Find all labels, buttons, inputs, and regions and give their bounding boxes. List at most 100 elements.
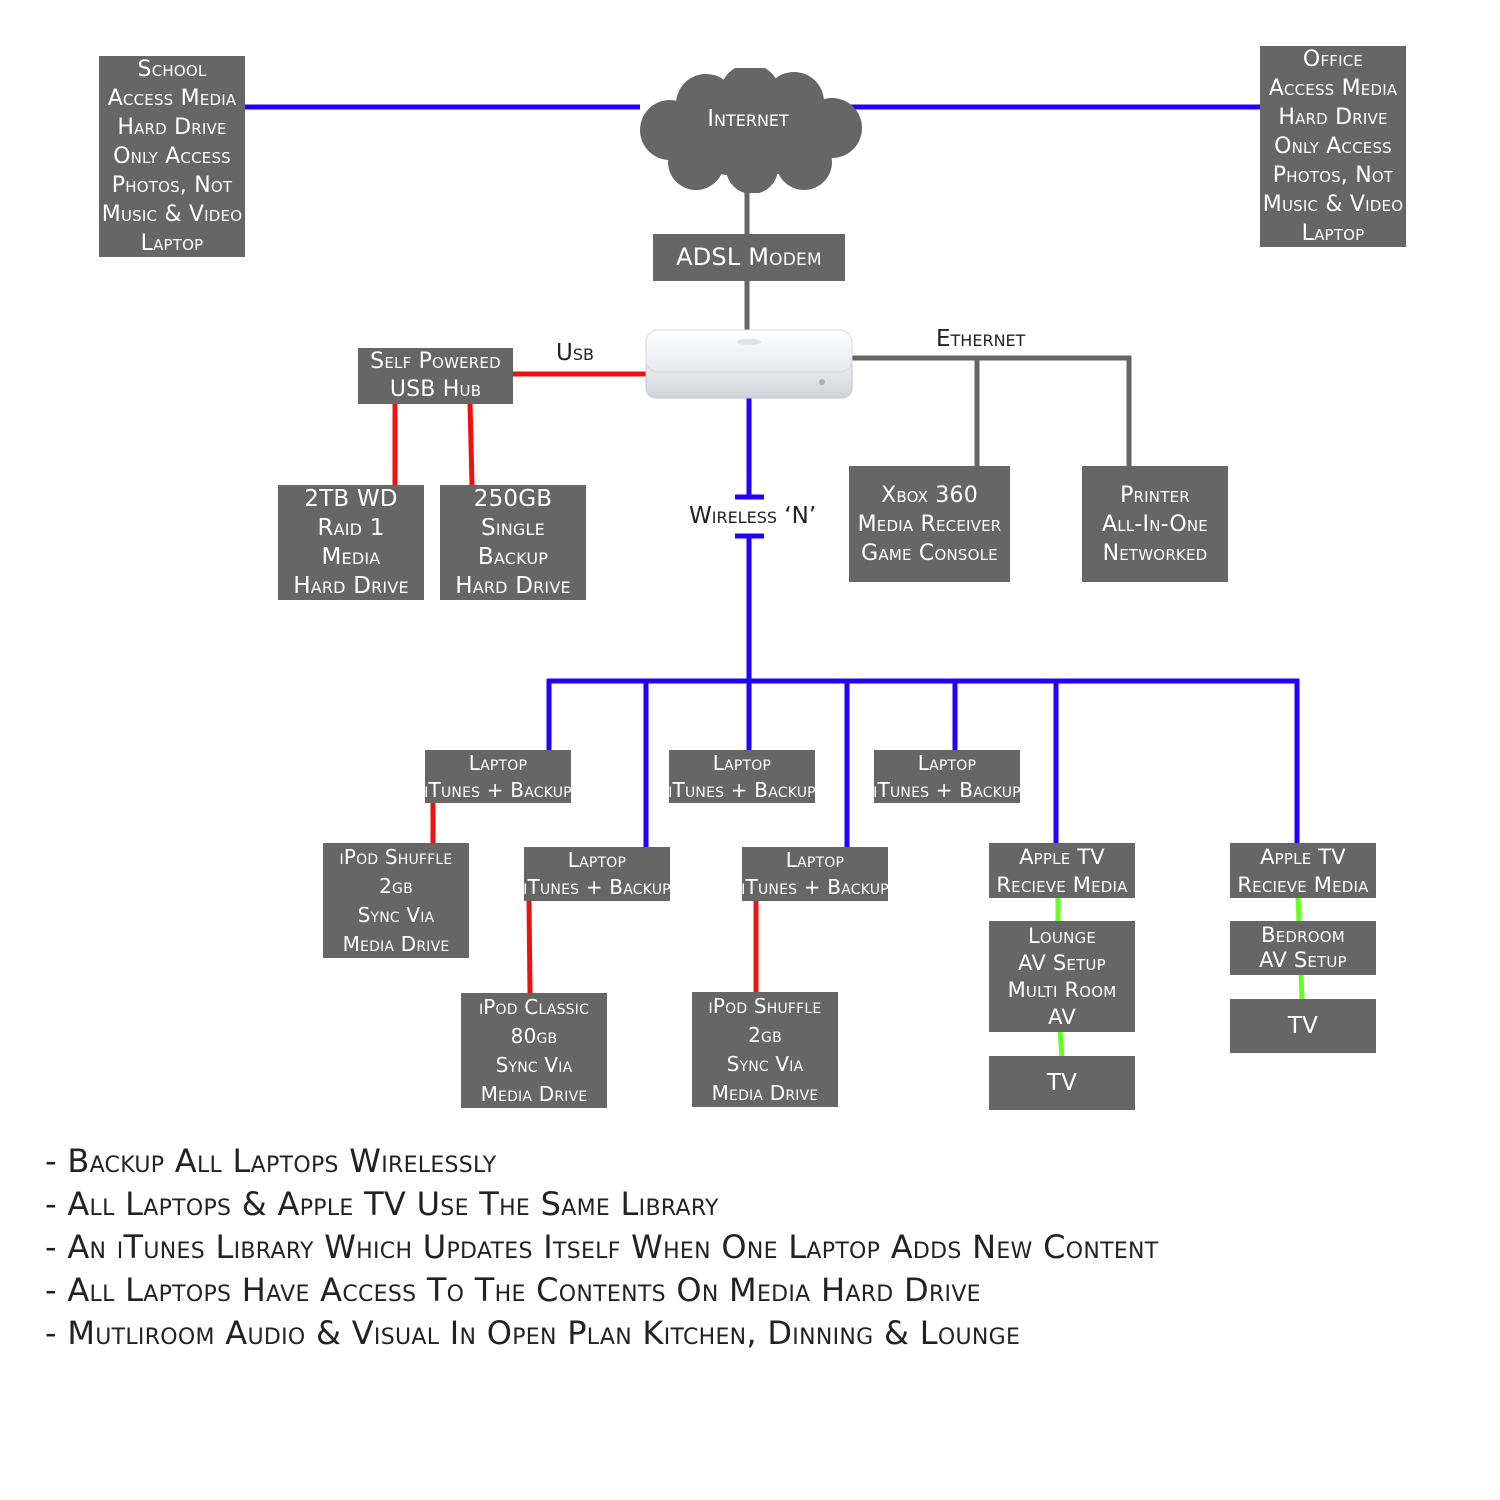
school-line: Laptop [140, 231, 204, 256]
laptop-box-2: Laptop iTunes + Backup [523, 847, 671, 901]
media-drive-line: Media [321, 543, 381, 570]
sync-ipod-2 [526, 899, 533, 994]
xbox-line: Xbox 360 [881, 482, 978, 508]
wireless-n-label: Wireless ‘N’ [689, 503, 817, 529]
notes-list: - Backup All Laptops Wirelessly - All La… [45, 1140, 1159, 1355]
note-item: - All Laptops Have Access To The Content… [45, 1271, 981, 1309]
lounge-av-line: AV Setup [1018, 950, 1106, 975]
backup-drive-line: Hard Drive [455, 572, 571, 599]
ipod-line: 2gb [379, 873, 413, 898]
adsl-modem-label: ADSL Modem [676, 242, 822, 271]
bedroom-av-box: Bedroom AV Setup [1230, 921, 1376, 975]
school-line: Hard Drive [117, 115, 227, 140]
office-line: Laptop [1301, 221, 1365, 246]
school-line: Only Access [113, 144, 231, 169]
media-drive-line: Raid 1 [317, 514, 385, 541]
av-link-bedroom-tv [1298, 973, 1305, 1001]
media-drive-line: Hard Drive [293, 572, 409, 599]
usb-label: Usb [556, 340, 594, 366]
lounge-av-line: Multi Room [1007, 977, 1117, 1002]
ipod-line: iPod Shuffle [708, 993, 822, 1018]
tv-box-2: TV [1230, 999, 1376, 1053]
printer-line: Networked [1102, 540, 1208, 566]
laptop-line: Laptop [468, 750, 528, 775]
school-line: Music & Video [101, 202, 243, 227]
apple-tv-box-1: Apple TV Recieve Media [989, 843, 1135, 898]
lounge-av-line: AV [1048, 1004, 1076, 1029]
wire-ethernet-bus [852, 355, 1132, 467]
laptop-line: iTunes + Backup [668, 777, 816, 802]
laptop-line: iTunes + Backup [873, 777, 1021, 802]
ipod-line: 80gb [510, 1023, 558, 1048]
ethernet-label: Ethernet [936, 326, 1026, 352]
lounge-av-line: Lounge [1027, 923, 1096, 948]
ipod-line: Sync Via [357, 902, 435, 927]
school-line: Access Media [107, 86, 237, 111]
tv-label: TV [1287, 1012, 1319, 1039]
note-item: - Backup All Laptops Wirelessly [45, 1142, 497, 1180]
office-line: Access Media [1268, 76, 1398, 101]
note-item: - All Laptops & Apple TV Use The Same Li… [45, 1185, 719, 1223]
apple-tv-box-2: Apple TV Recieve Media [1230, 843, 1376, 898]
xbox-line: Game Console [861, 540, 998, 566]
backup-drive-box: 250GB Single Backup Hard Drive [440, 485, 586, 600]
school-line: Photos, Not [111, 173, 233, 198]
av-link-bedroom [1295, 896, 1302, 923]
apple-tv-line: Recieve Media [996, 872, 1128, 897]
apple-tv-line: Recieve Media [1237, 872, 1369, 897]
laptop-line: iTunes + Backup [741, 875, 889, 899]
wire-hub-backup-drive [467, 402, 475, 486]
note-item: - Mutliroom Audio & Visual In Open Plan … [45, 1314, 1021, 1352]
office-line: Office [1302, 47, 1364, 72]
internet-cloud-icon [640, 68, 862, 193]
laptop-box-4: Laptop iTunes + Backup [741, 847, 889, 901]
laptop-line: Laptop [712, 750, 772, 775]
laptop-line: iTunes + Backup [424, 777, 572, 802]
media-drive-line: 2TB WD [304, 485, 398, 512]
airport-extreme-icon [645, 329, 853, 399]
ipod-line: iPod Classic [478, 994, 590, 1019]
ipod-line: Media Drive [480, 1081, 588, 1106]
office-line: Hard Drive [1278, 105, 1388, 130]
bedroom-av-line: AV Setup [1259, 948, 1347, 972]
office-laptop-box: Office Access Media Hard Drive Only Acce… [1260, 46, 1406, 247]
laptop-line: Laptop [917, 750, 977, 775]
office-line: Music & Video [1262, 192, 1404, 217]
ipod-line: Sync Via [726, 1051, 804, 1076]
ipod-line: Media Drive [711, 1080, 819, 1105]
bedroom-av-line: Bedroom [1261, 923, 1345, 947]
backup-drive-line: Single [481, 514, 545, 541]
lounge-av-box: Lounge AV Setup Multi Room AV [989, 921, 1135, 1032]
adsl-modem-box: ADSL Modem [653, 234, 845, 281]
laptop-line: Laptop [785, 848, 845, 872]
school-line: School [137, 57, 207, 82]
laptop-box-1: Laptop iTunes + Backup [424, 750, 572, 803]
laptop-box-5: Laptop iTunes + Backup [873, 750, 1021, 803]
laptop-line: iTunes + Backup [523, 875, 671, 899]
backup-drive-line: Backup [477, 543, 549, 570]
usb-hub-line: USB Hub [389, 377, 482, 402]
ipod-line: Media Drive [342, 931, 450, 956]
internet-label: Internet [707, 106, 789, 132]
backup-drive-line: 250GB [473, 485, 553, 512]
ipod-line: Sync Via [495, 1052, 573, 1077]
tv-box-1: TV [989, 1056, 1135, 1110]
ipod-box-2: iPod Classic 80gb Sync Via Media Drive [461, 993, 607, 1108]
apple-tv-line: Apple TV [1019, 844, 1105, 869]
note-item: - An iTunes Library Which Updates Itself… [45, 1228, 1159, 1266]
usb-hub-line: Self Powered [370, 349, 501, 374]
av-link-lounge-tv [1057, 1030, 1065, 1058]
printer-box: Printer All-In-One Networked [1082, 466, 1228, 582]
printer-line: Printer [1120, 482, 1190, 508]
media-drive-box: 2TB WD Raid 1 Media Hard Drive [278, 485, 424, 600]
ipod-line: 2gb [748, 1022, 782, 1047]
ipod-box-3: iPod Shuffle 2gb Sync Via Media Drive [692, 992, 838, 1107]
laptop-line: Laptop [567, 848, 627, 872]
office-line: Photos, Not [1272, 163, 1394, 188]
tv-label: TV [1046, 1069, 1078, 1096]
usb-hub-box: Self Powered USB Hub [358, 348, 513, 404]
office-line: Only Access [1274, 134, 1392, 159]
ipod-line: iPod Shuffle [339, 844, 453, 869]
xbox-box: Xbox 360 Media Receiver Game Console [849, 466, 1010, 582]
